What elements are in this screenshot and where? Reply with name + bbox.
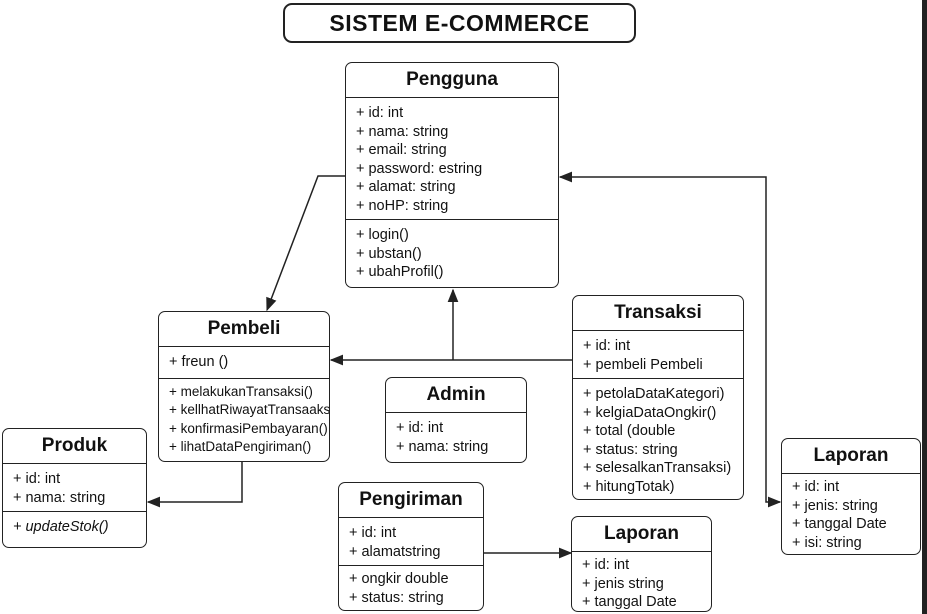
attribute: + tanggal Date <box>792 516 887 532</box>
connector-pengguna-to-pembeli <box>266 175 345 312</box>
class-name: Pengguna <box>346 63 558 98</box>
class-transaksi[interactable]: Transaksi + id: int + pembeli Pembeli + … <box>572 295 744 500</box>
attributes-section: + id: int + jenis: string + tanggal Date… <box>782 474 920 554</box>
method: + konfirmasiPembayaran() <box>169 420 328 436</box>
attribute: + id: int <box>356 105 404 121</box>
attribute: + freun () <box>169 354 229 370</box>
class-admin[interactable]: Admin + id: int + nama: string <box>385 377 527 463</box>
attribute: + isi: string <box>792 534 862 551</box>
attributes-section: + freun () <box>159 347 329 378</box>
methods-section: + updateStok() <box>3 511 146 541</box>
class-produk[interactable]: Produk + id: int + nama: string + update… <box>2 428 147 548</box>
attribute: + noHP: string <box>356 197 449 214</box>
class-name: Admin <box>386 378 526 413</box>
attribute: + id: int <box>792 479 840 495</box>
attribute: + id: int <box>13 471 61 487</box>
attribute: + id: int <box>582 557 630 573</box>
class-pembeli[interactable]: Pembeli + freun () + melakukanTransaksi(… <box>158 311 330 462</box>
method: + updateStok() <box>13 519 109 535</box>
attribute: + nama: string <box>396 438 489 455</box>
method: + petolaDataKategori) <box>583 386 725 402</box>
method: + hitungTotak) <box>583 478 675 495</box>
class-name: Laporan <box>782 439 920 474</box>
methods-section: + login() + ubstan() + ubahProfil() <box>346 219 558 286</box>
attribute: + alamatstring <box>349 543 441 560</box>
attribute: + jenis string <box>582 575 664 592</box>
connector-pembeli-to-produk <box>146 462 243 508</box>
methods-section: + melakukanTransaksi() + kellhatRiwayatT… <box>159 377 330 461</box>
attribute: + pembeli Pembeli <box>583 356 703 373</box>
methods-section: + ongkir double + status: string <box>339 565 483 610</box>
class-name: Pengiriman <box>339 483 483 518</box>
attributes-section: + id: int + nama: string + email: string… <box>346 98 558 219</box>
class-name: Pembeli <box>159 312 329 347</box>
class-pengguna[interactable]: Pengguna + id: int + nama: string + emai… <box>345 62 559 288</box>
method: + lihatDataPengiriman() <box>169 439 312 454</box>
attribute: + email: string <box>356 142 447 158</box>
connector-laporan-to-pengguna <box>558 171 782 508</box>
attribute: + id: int <box>583 338 631 354</box>
attribute: + jenis: string <box>792 497 878 514</box>
class-laporan-right[interactable]: Laporan + id: int + jenis: string + tang… <box>781 438 921 555</box>
class-laporan-bottom[interactable]: Laporan + id: int + jenis string + tangg… <box>571 516 712 612</box>
class-name: Produk <box>3 429 146 464</box>
method: + status: string <box>349 589 444 606</box>
method: + status: string <box>583 441 678 458</box>
attribute: + alamat: string <box>356 179 456 195</box>
attribute: + tanggal Date <box>582 594 677 610</box>
attribute: + nama: string <box>356 123 449 140</box>
method: + login() <box>356 227 409 243</box>
method: + melakukanTransaksi() <box>169 383 313 399</box>
attribute: + id: int <box>349 525 397 541</box>
attribute: + id: int <box>396 420 444 436</box>
method: + kelgiaDataOngkir() <box>583 404 717 421</box>
method: + ubstan() <box>356 245 422 262</box>
method: + total (double <box>583 423 676 439</box>
diagram-title: SISTEM E-COMMERCE <box>283 3 636 43</box>
attributes-section: + id: int + nama: string <box>3 464 146 511</box>
attributes-section: + id: int + nama: string <box>386 413 526 460</box>
class-pengiriman[interactable]: Pengiriman + id: int + alamatstring + on… <box>338 482 484 611</box>
attributes-section: + id: int + pembeli Pembeli <box>573 331 743 378</box>
method: + ubahProfil() <box>356 264 444 280</box>
method: + kellhatRiwayatTransaaksi() <box>169 402 330 417</box>
method: + ongkir double <box>349 571 449 587</box>
class-name: Transaksi <box>573 296 743 331</box>
attributes-section: + id: int + alamatstring <box>339 518 483 565</box>
attributes-section: + id: int + jenis string + tanggal Date <box>572 552 711 611</box>
class-name: Laporan <box>572 517 711 552</box>
page-edge-divider <box>922 0 927 614</box>
attribute: + nama: string <box>13 489 106 506</box>
methods-section: + petolaDataKategori) + kelgiaDataOngkir… <box>573 378 743 499</box>
attribute: + password: estring <box>356 160 483 177</box>
method: + selesalkanTransaksi) <box>583 460 732 476</box>
